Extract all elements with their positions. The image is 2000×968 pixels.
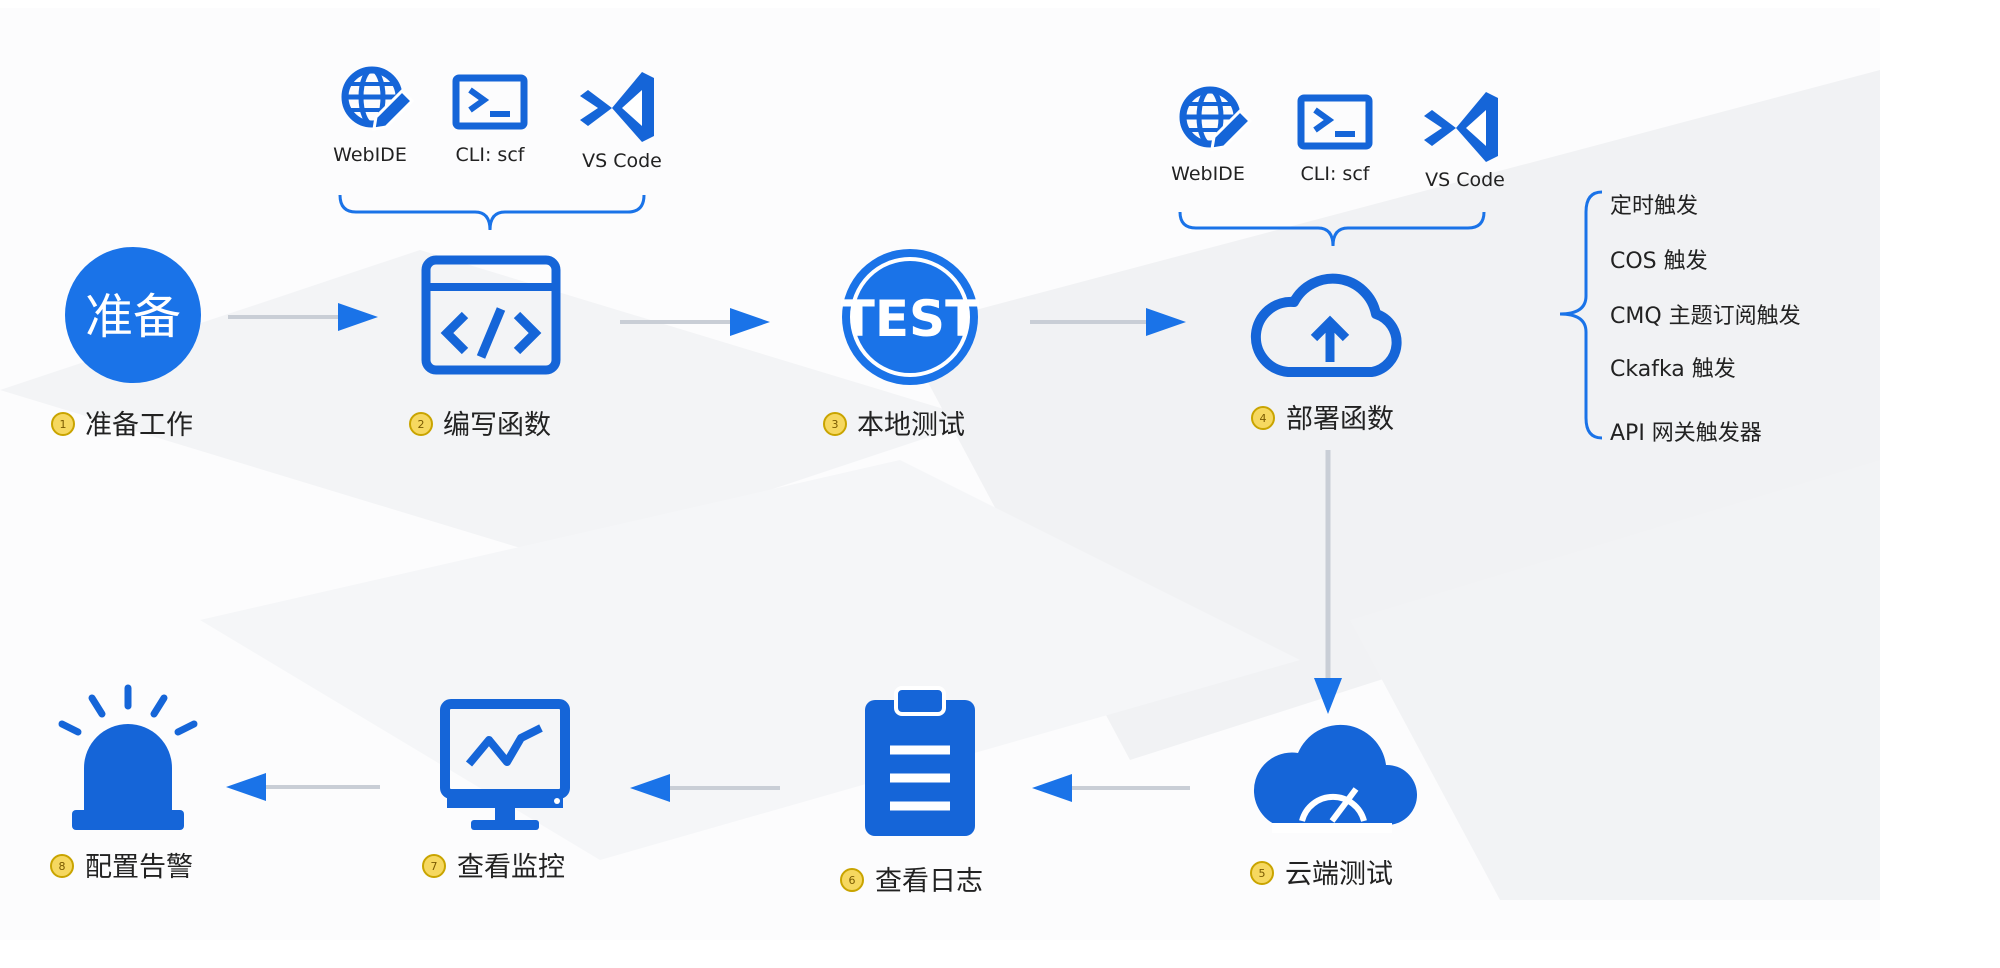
step-label: 云端测试 (1285, 859, 1393, 890)
step-configure-alarm: 8 配置告警 (50, 684, 198, 883)
step-write-function: 2 编写函数 (409, 255, 561, 441)
svg-text:6: 6 (849, 874, 856, 887)
step-prepare: 准备 1 准备工作 (51, 247, 201, 441)
clipboard-icon (865, 686, 975, 836)
webide-label: WebIDE (333, 144, 407, 166)
test-icon-text: TEST (841, 290, 979, 348)
trigger-item: COS 触发 (1610, 249, 1708, 274)
tools-brace-top (338, 194, 646, 231)
tools-brace-deploy (1178, 211, 1486, 247)
step-view-monitoring: 7 查看监控 (422, 699, 570, 883)
step-label: 准备工作 (85, 410, 193, 441)
svg-text:1: 1 (60, 418, 67, 431)
test-badge-icon: TEST (841, 249, 979, 385)
tools-group-top: WebIDE CLI: scf VS Code (333, 66, 662, 231)
svg-text:4: 4 (1260, 412, 1267, 425)
webide-icon (1179, 86, 1253, 151)
step-view-logs: 6 查看日志 (840, 686, 983, 897)
flow-arrow (630, 774, 780, 802)
background-shape (1350, 460, 1880, 900)
step-badge: 3 (823, 412, 847, 436)
terminal-icon (452, 74, 528, 130)
flow-arrow (1030, 308, 1186, 336)
tools-group-deploy: WebIDE CLI: scf VS Code (1171, 86, 1505, 247)
webide-label: WebIDE (1171, 163, 1245, 185)
step-label: 编写函数 (443, 410, 551, 441)
terminal-icon (1297, 94, 1373, 150)
trigger-item: API 网关触发器 (1610, 421, 1762, 446)
step-badge: 7 (422, 854, 446, 878)
trigger-list: 定时触发 COS 触发 CMQ 主题订阅触发 Ckafka 触发 API 网关触… (1559, 190, 1801, 446)
trigger-item: 定时触发 (1610, 194, 1698, 219)
flow-arrow (228, 303, 378, 331)
cloud-upload-icon (1250, 273, 1402, 377)
step-deploy-function: 4 部署函数 (1250, 273, 1402, 435)
step-badge: 6 (840, 868, 864, 892)
background-shape (0, 250, 980, 560)
prepare-icon-text: 准备 (85, 289, 181, 345)
step-label: 查看日志 (875, 866, 983, 897)
trigger-brace (1559, 190, 1603, 440)
trigger-item: Ckafka 触发 (1610, 357, 1736, 382)
cloud-speedometer-icon (1253, 724, 1418, 833)
cli-label: CLI: scf (1301, 163, 1371, 185)
alarm-light-icon (58, 684, 198, 830)
webide-icon (341, 66, 415, 131)
svg-text:5: 5 (1259, 867, 1266, 880)
flow-arrow (620, 308, 770, 336)
step-label: 查看监控 (457, 852, 565, 883)
step-label: 配置告警 (85, 852, 193, 883)
step-badge: 5 (1250, 861, 1274, 885)
vscode-label: VS Code (1425, 169, 1505, 191)
step-label: 本地测试 (857, 410, 965, 441)
vscode-label: VS Code (582, 150, 662, 172)
step-badge: 1 (51, 412, 75, 436)
step-local-test: TEST 3 本地测试 (823, 249, 979, 441)
vscode-icon (1424, 92, 1498, 162)
prepare-circle-icon (65, 247, 201, 383)
monitor-chart-icon (440, 699, 570, 830)
flow-arrow (1032, 774, 1190, 802)
step-badge: 8 (50, 854, 74, 878)
trigger-item: CMQ 主题订阅触发 (1610, 304, 1801, 329)
svg-text:2: 2 (418, 418, 425, 431)
flow-arrow (226, 773, 380, 801)
svg-text:7: 7 (431, 860, 438, 873)
step-label: 部署函数 (1286, 404, 1394, 435)
cli-label: CLI: scf (456, 144, 526, 166)
step-badge: 4 (1251, 406, 1275, 430)
svg-text:8: 8 (59, 860, 66, 873)
step-cloud-test: 5 云端测试 (1250, 724, 1418, 890)
svg-text:3: 3 (832, 418, 839, 431)
vscode-icon (580, 72, 654, 142)
flow-arrow (1314, 450, 1342, 714)
code-window-icon (421, 255, 561, 375)
step-badge: 2 (409, 412, 433, 436)
